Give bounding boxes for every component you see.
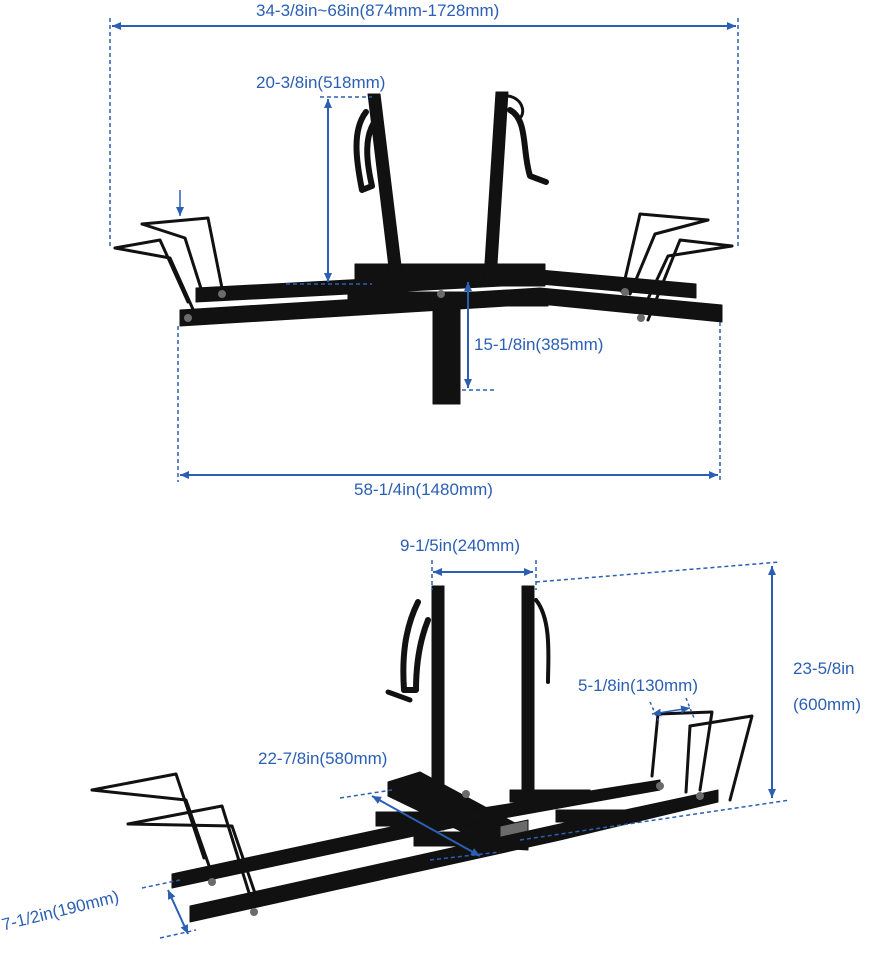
total-height-label-inches: 23-5/8in xyxy=(793,659,855,678)
overall-width-label: 34-3/8in~68in(874mm-1728mm) xyxy=(256,1,500,20)
tray-spacing-label: 22-7/8in(580mm) xyxy=(258,749,388,768)
mast-spacing-label: 9-1/5in(240mm) xyxy=(400,536,520,555)
hitch-length-label: 15-1/8in(385mm) xyxy=(474,335,604,354)
perspective-rack-illustration xyxy=(90,585,754,923)
total-height-label-mm: (600mm) xyxy=(793,695,862,714)
top-rack-illustration xyxy=(113,91,734,405)
tray-span-label: 58-1/4in(1480mm) xyxy=(354,480,493,499)
top-dimension-lines xyxy=(109,18,739,482)
wheel-cradle-width-label: 5-1/8in(130mm) xyxy=(578,676,698,695)
mast-height-label: 20-3/8in(518mm) xyxy=(256,73,386,92)
perspective-dimension-lines xyxy=(141,560,791,939)
